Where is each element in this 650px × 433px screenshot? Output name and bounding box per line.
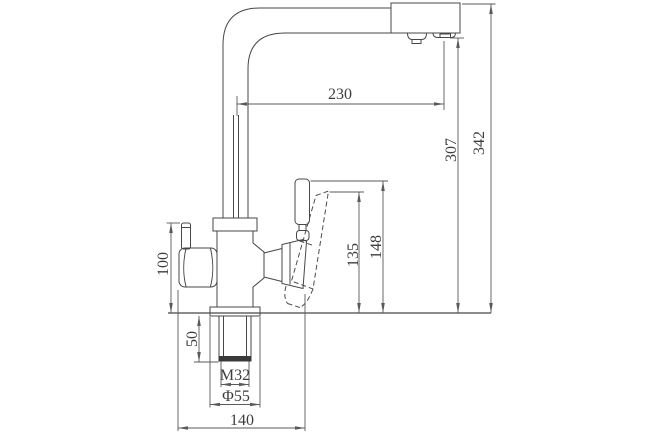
left-lever (181, 222, 191, 250)
handle-alt-position-base-left (284, 285, 288, 304)
aerator-outlet-1-nozzle (411, 39, 422, 44)
right-joint-top (263, 248, 283, 254)
left-valve-cap-curve-right (210, 248, 214, 287)
dim-342-label: 342 (471, 131, 488, 155)
body-right-edge (252, 231, 265, 307)
main-valve-body (281, 238, 308, 290)
aerator-outlet-1 (407, 32, 427, 40)
left-valve-body (178, 247, 218, 288)
left-valve-cap-curve-left (183, 248, 187, 287)
spout-inner-curve (247, 32, 391, 218)
shank-end-cap (218, 356, 252, 362)
dim-50-label: 50 (184, 331, 201, 347)
handle-alt-position-base-bottom (287, 303, 301, 308)
dim-148-label: 148 (368, 235, 385, 259)
spout-head (390, 2, 461, 34)
dim-m32-label: M32 (220, 367, 250, 384)
handle-alt-position-stem (299, 240, 314, 246)
body-top-cap (212, 217, 258, 232)
dim-230-label: 230 (328, 86, 352, 103)
dim-135-label: 135 (345, 243, 362, 267)
handle-alt-position-base-right (299, 288, 314, 308)
dim-100-label: 100 (155, 252, 172, 276)
dim-d55-label: Φ55 (222, 388, 250, 405)
aerator-outlet-2-inner (439, 33, 451, 38)
dim-307-label: 307 (443, 138, 460, 162)
base-flange (209, 306, 261, 317)
right-joint-bottom (263, 276, 283, 282)
spout-outer-curve (222, 7, 391, 218)
main-handle-collar (296, 230, 310, 241)
aerator-outlet-2 (432, 32, 456, 38)
dim-140-label: 140 (230, 412, 254, 429)
main-handle-grip (294, 178, 310, 225)
